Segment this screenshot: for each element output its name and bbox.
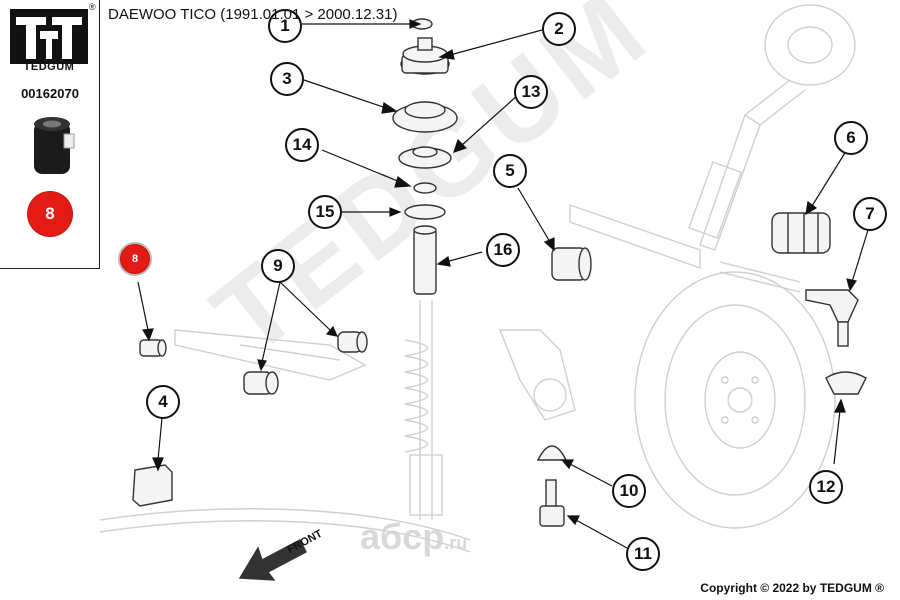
part-image [34, 117, 75, 174]
tedgum-logo [10, 9, 88, 64]
callout-7: 7 [853, 197, 887, 231]
callout-3: 3 [270, 62, 304, 96]
callout-1: 1 [268, 9, 302, 43]
callout-9: 9 [261, 249, 295, 283]
registered-mark: ® [89, 2, 96, 12]
steering-wheel-outline [764, 4, 856, 86]
callout-16: 16 [486, 233, 520, 267]
callout-4: 4 [146, 385, 180, 419]
callout-11: 11 [626, 537, 660, 571]
copyright: Copyright © 2022 by TEDGUM ® [700, 581, 884, 595]
brand-name: TEDGUM [23, 61, 75, 73]
callout-10: 10 [612, 474, 646, 508]
callout-14: 14 [285, 128, 319, 162]
part-position-badge: 8 [27, 191, 73, 237]
abcp-name: aбcp [360, 516, 445, 557]
callout-15: 15 [308, 195, 342, 229]
callout-5: 5 [493, 154, 527, 188]
abcp-suffix: .ru [444, 533, 468, 553]
callout-13: 13 [514, 75, 548, 109]
abcp-watermark: aбcp.ru [360, 516, 467, 558]
vehicle-title: DAEWOO TICO (1991.01.01 > 2000.12.31) [108, 6, 398, 23]
callout-12: 12 [809, 470, 843, 504]
callout-2: 2 [542, 12, 576, 46]
part-info-panel: ® TEDGUM 00162070 8 [0, 0, 100, 269]
callout-6: 6 [834, 121, 868, 155]
highlighted-part-badge[interactable]: 8 [118, 242, 152, 276]
wheel-tire-outline [634, 271, 836, 529]
part-number: 00162070 [21, 86, 79, 101]
